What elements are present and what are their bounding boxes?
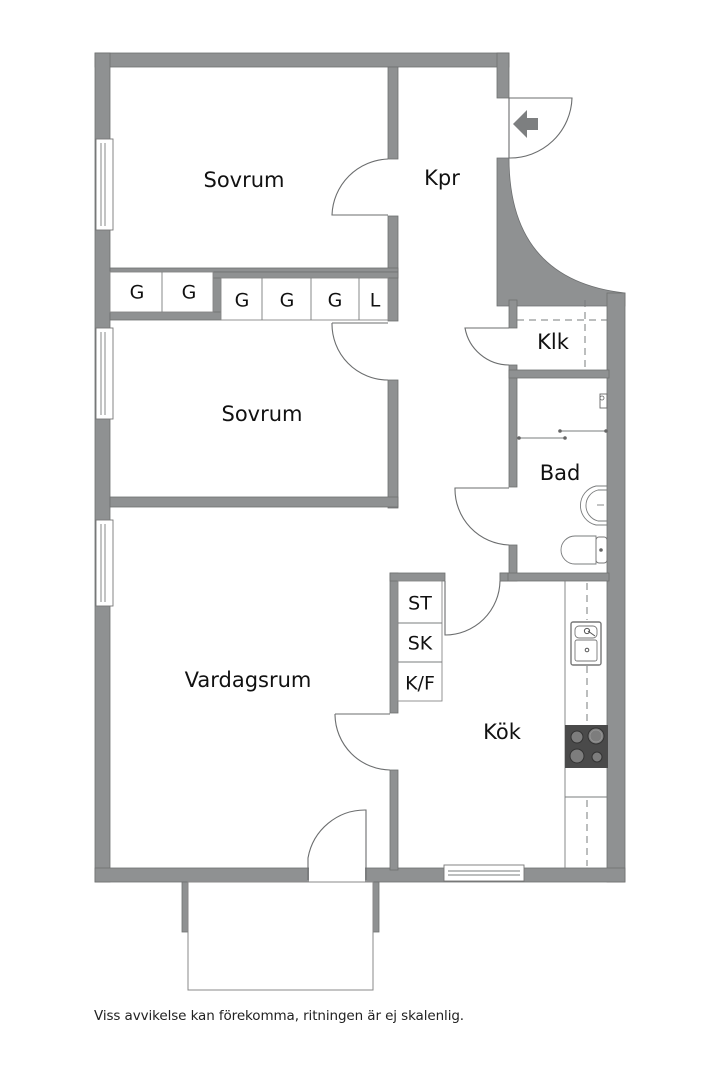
interior-walls	[109, 66, 610, 871]
room-label-bad: Bad	[540, 461, 581, 485]
room-label-klk: Klk	[537, 330, 570, 354]
kitchen-counter	[564, 581, 608, 868]
sink-icon	[580, 485, 607, 526]
closets	[109, 271, 389, 321]
klk-shelving	[517, 300, 607, 370]
windows	[95, 138, 525, 882]
balcony	[181, 881, 380, 991]
closet-label: G	[280, 290, 295, 312]
closet-label: G	[130, 282, 145, 304]
room-label-sovrum: Sovrum	[203, 168, 284, 192]
storage-label: K/F	[405, 673, 435, 695]
room-label-kpr: Kpr	[424, 166, 460, 190]
storage-label: SK	[408, 633, 433, 655]
entrance-arrow-icon	[513, 110, 538, 138]
room-label-vardagsrum: Vardagsrum	[185, 668, 312, 692]
doors	[307, 97, 573, 882]
closet-label: G	[235, 290, 250, 312]
closet-label: L	[370, 290, 381, 312]
room-label-sovrum: Sovrum	[221, 402, 302, 426]
shower-icon	[599, 393, 608, 409]
storage-label: ST	[408, 593, 432, 615]
bathroom-fixtures	[517, 393, 608, 565]
kitchen-storage	[397, 580, 443, 702]
kitchen-sink-icon	[570, 621, 602, 666]
toilet-icon	[560, 535, 608, 565]
closet-label: G	[182, 282, 197, 304]
disclaimer-text: Viss avvikelse kan förekomma, ritningen …	[94, 1008, 465, 1024]
stove-icon	[565, 725, 608, 768]
room-label-kok: Kök	[483, 720, 522, 744]
closet-label: G	[328, 290, 343, 312]
